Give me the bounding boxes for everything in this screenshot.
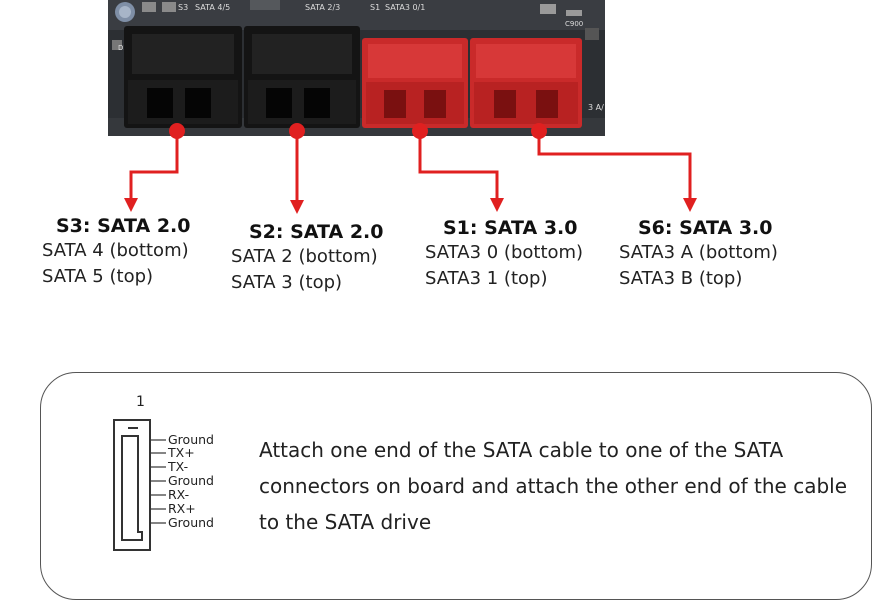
pin-4-label: Ground bbox=[168, 473, 214, 488]
label-s1-bottom: SATA3 0 (bottom) bbox=[425, 242, 584, 263]
silkscreen-s1: S1 bbox=[370, 3, 380, 12]
pin-3-label: TX- bbox=[167, 459, 188, 474]
sata-connector-s6 bbox=[470, 38, 582, 128]
label-s2-title: S2: SATA 2.0 bbox=[249, 221, 384, 243]
silkscreen-sata45: SATA 4/5 bbox=[195, 3, 230, 12]
callout-dot-s6 bbox=[531, 123, 547, 139]
instruction-text: Attach one end of the SATA cable to one … bbox=[259, 438, 848, 534]
label-s2-bottom: SATA 2 (bottom) bbox=[231, 246, 378, 267]
label-s6-title: S6: SATA 3.0 bbox=[638, 217, 773, 239]
label-s3-bottom: SATA 4 (bottom) bbox=[42, 240, 189, 261]
label-s6-bottom: SATA3 A (bottom) bbox=[619, 242, 778, 263]
label-s1-title: S1: SATA 3.0 bbox=[443, 217, 578, 239]
silkscreen-3a: 3 A/ bbox=[588, 103, 604, 112]
callout-arrows bbox=[124, 123, 697, 214]
callout-dot-s2 bbox=[289, 123, 305, 139]
silkscreen-sata301: SATA3 0/1 bbox=[385, 3, 425, 12]
callout-dot-s3 bbox=[169, 123, 185, 139]
sata-connector-s1 bbox=[362, 38, 468, 128]
label-s1: S1: SATA 3.0 SATA3 0 (bottom) SATA3 1 (t… bbox=[425, 216, 583, 292]
silkscreen-sata23: SATA 2/3 bbox=[305, 3, 340, 12]
label-s3-title: S3: SATA 2.0 bbox=[56, 215, 191, 237]
label-s3: S3: SATA 2.0 SATA 4 (bottom) SATA 5 (top… bbox=[42, 214, 191, 290]
label-s6: S6: SATA 3.0 SATA3 A (bottom) SATA3 B (t… bbox=[619, 216, 778, 292]
silkscreen-c900: C900 bbox=[565, 20, 583, 28]
pin-1-label: Ground bbox=[168, 432, 214, 447]
motherboard-photo: S3 SATA 4/5 SATA 2/3 S1 SATA3 0/1 C900 D… bbox=[108, 0, 605, 136]
pin-5-label: RX- bbox=[168, 487, 189, 502]
label-s2-top: SATA 3 (top) bbox=[231, 272, 343, 293]
callout-dot-s1 bbox=[412, 123, 428, 139]
label-s3-top: SATA 5 (top) bbox=[42, 266, 154, 287]
pin-2-label: TX+ bbox=[167, 445, 195, 460]
arrowhead-s6 bbox=[683, 198, 697, 212]
instruction-box bbox=[40, 372, 872, 600]
pin-7-label: Ground bbox=[168, 515, 214, 530]
arrowhead-s1 bbox=[490, 198, 504, 212]
silkscreen-s3: S3 bbox=[178, 3, 188, 12]
pin-number-label: 1 bbox=[136, 394, 145, 410]
arrowhead-s3 bbox=[124, 198, 138, 212]
label-s2: S2: SATA 2.0 SATA 2 (bottom) SATA 3 (top… bbox=[231, 220, 384, 296]
label-s6-top: SATA3 B (top) bbox=[619, 268, 743, 289]
sata-pinout-diagram: 1 Ground TX+ TX- Ground RX- RX+ Ground bbox=[113, 394, 214, 551]
sata-connector-s2 bbox=[244, 26, 360, 128]
label-s1-top: SATA3 1 (top) bbox=[425, 268, 548, 289]
sata-connector-s3 bbox=[124, 26, 242, 128]
arrowhead-s2 bbox=[290, 200, 304, 214]
pin-6-label: RX+ bbox=[168, 501, 196, 516]
connector-key-shape bbox=[121, 435, 143, 541]
